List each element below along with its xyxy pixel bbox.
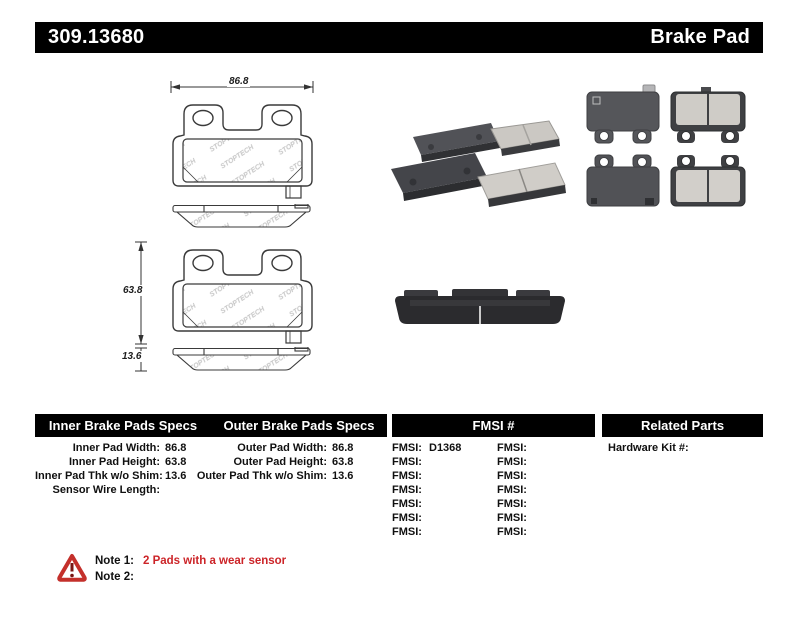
- spec-value: [160, 483, 165, 497]
- fmsi-label: FMSI:: [497, 498, 527, 510]
- related-parts-column: Hardware Kit #:: [608, 441, 693, 455]
- note-2-label: Note 2:: [95, 571, 134, 583]
- spec-value: 63.8: [165, 456, 187, 468]
- related-label: Hardware Kit #:: [608, 442, 689, 454]
- fmsi-value: [530, 469, 602, 483]
- fmsi-row: FMSI: FMSI:: [392, 525, 602, 539]
- related-parts-header-bar: Related Parts: [602, 414, 763, 437]
- fmsi-label: FMSI:: [392, 470, 422, 482]
- fmsi-label: FMSI:: [497, 456, 527, 468]
- fmsi-value: [530, 525, 602, 539]
- spec-label: Inner Pad Thk w/o Shim:: [35, 470, 163, 482]
- fmsi-row: FMSI: FMSI:: [392, 511, 602, 525]
- spec-label: Inner Pad Width:: [72, 442, 160, 454]
- fmsi-label: FMSI:: [497, 442, 527, 454]
- spec-label: Inner Pad Height:: [68, 456, 160, 468]
- spec-row: Outer Pad Height: 63.8: [187, 455, 353, 469]
- spec-row: Outer Pad Width: 86.8: [187, 441, 353, 455]
- fmsi-label: FMSI:: [497, 512, 527, 524]
- pad-side-drawing-bottom: [172, 347, 311, 371]
- fmsi-label: FMSI:: [392, 442, 422, 454]
- spec-value: 13.6: [165, 470, 187, 482]
- fmsi-label: FMSI:: [392, 498, 422, 510]
- related-value: [689, 442, 693, 454]
- fmsi-value: [425, 455, 497, 469]
- spec-value: 86.8: [165, 442, 187, 454]
- fmsi-value: [530, 483, 602, 497]
- note-1-label: Note 1:: [95, 555, 134, 567]
- fmsi-value: [425, 497, 497, 511]
- fmsi-header-bar: FMSI #: [392, 414, 595, 437]
- fmsi-row: FMSI: FMSI:: [392, 455, 602, 469]
- specs-header-bar: Inner Brake Pads Specs Outer Brake Pads …: [35, 414, 387, 437]
- note-1-value: 2 Pads with a wear sensor: [142, 555, 287, 567]
- fmsi-row: FMSI: FMSI:: [392, 483, 602, 497]
- pad-side-drawing-top: [172, 204, 311, 228]
- part-number: 309.13680: [48, 26, 145, 48]
- fmsi-value: [530, 511, 602, 525]
- spec-label: Sensor Wire Length:: [52, 484, 160, 496]
- fmsi-value: [425, 483, 497, 497]
- fmsi-label: FMSI:: [497, 526, 527, 538]
- product-photo-side: [395, 289, 565, 324]
- outer-specs-header: Outer Brake Pads Specs: [223, 418, 375, 433]
- title-bar: 309.13680 Brake Pad: [35, 22, 763, 53]
- fmsi-column: FMSI: D1368 FMSI: FMSI: FMSI: FMSI: FMSI…: [392, 441, 602, 539]
- fmsi-row: FMSI: FMSI:: [392, 469, 602, 483]
- note-1: Note 1: 2 Pads with a wear sensor: [95, 554, 286, 569]
- thickness-dimension-label: 13.6: [120, 351, 144, 362]
- fmsi-value: [425, 469, 497, 483]
- spec-value: 13.6: [332, 470, 354, 482]
- width-dimension-label: 86.8: [227, 76, 251, 87]
- fmsi-value: [425, 525, 497, 539]
- note-2: Note 2:: [95, 570, 143, 585]
- fmsi-label: FMSI:: [497, 470, 527, 482]
- product-photo-flat: [586, 84, 746, 207]
- fmsi-header: FMSI #: [472, 418, 515, 433]
- inner-specs-column: Inner Pad Width: 86.8 Inner Pad Height: …: [35, 441, 186, 497]
- fmsi-label: FMSI:: [392, 512, 422, 524]
- spec-label: Outer Pad Width:: [237, 442, 327, 454]
- spec-row: Sensor Wire Length:: [35, 483, 186, 497]
- spec-row: Inner Pad Thk w/o Shim: 13.6: [35, 469, 186, 483]
- fmsi-value: [530, 441, 602, 455]
- spec-row: Outer Pad Thk w/o Shim: 13.6: [187, 469, 354, 483]
- product-type: Brake Pad: [650, 26, 750, 48]
- spec-value: 63.8: [332, 456, 354, 468]
- product-photo-perspective: [391, 120, 566, 207]
- spec-row: Inner Pad Height: 63.8: [35, 455, 186, 469]
- warning-triangle-icon: [57, 554, 87, 582]
- spec-label: Outer Pad Thk w/o Shim:: [196, 470, 327, 482]
- pad-front-drawing-bottom: [172, 249, 313, 344]
- width-dimension-line: [170, 81, 314, 93]
- related-row: Hardware Kit #:: [608, 441, 693, 455]
- fmsi-value: [425, 511, 497, 525]
- height-dimension-label: 63.8: [121, 285, 145, 296]
- fmsi-label: FMSI:: [392, 526, 422, 538]
- pad-front-drawing-top: [172, 104, 313, 199]
- fmsi-value: D1368: [429, 442, 462, 454]
- fmsi-label: FMSI:: [497, 484, 527, 496]
- fmsi-label: FMSI:: [392, 456, 422, 468]
- spec-row: Inner Pad Width: 86.8: [35, 441, 187, 455]
- outer-specs-column: Outer Pad Width: 86.8 Outer Pad Height: …: [187, 441, 354, 483]
- fmsi-value: [530, 497, 602, 511]
- related-parts-header: Related Parts: [640, 418, 725, 433]
- fmsi-value: [530, 455, 602, 469]
- spec-label: Outer Pad Height:: [233, 456, 327, 468]
- fmsi-row: FMSI: FMSI:: [392, 497, 602, 511]
- spec-value: 86.8: [332, 442, 354, 454]
- fmsi-label: FMSI:: [392, 484, 422, 496]
- inner-specs-header: Inner Brake Pads Specs: [48, 418, 198, 433]
- fmsi-row: FMSI: D1368 FMSI:: [392, 441, 602, 455]
